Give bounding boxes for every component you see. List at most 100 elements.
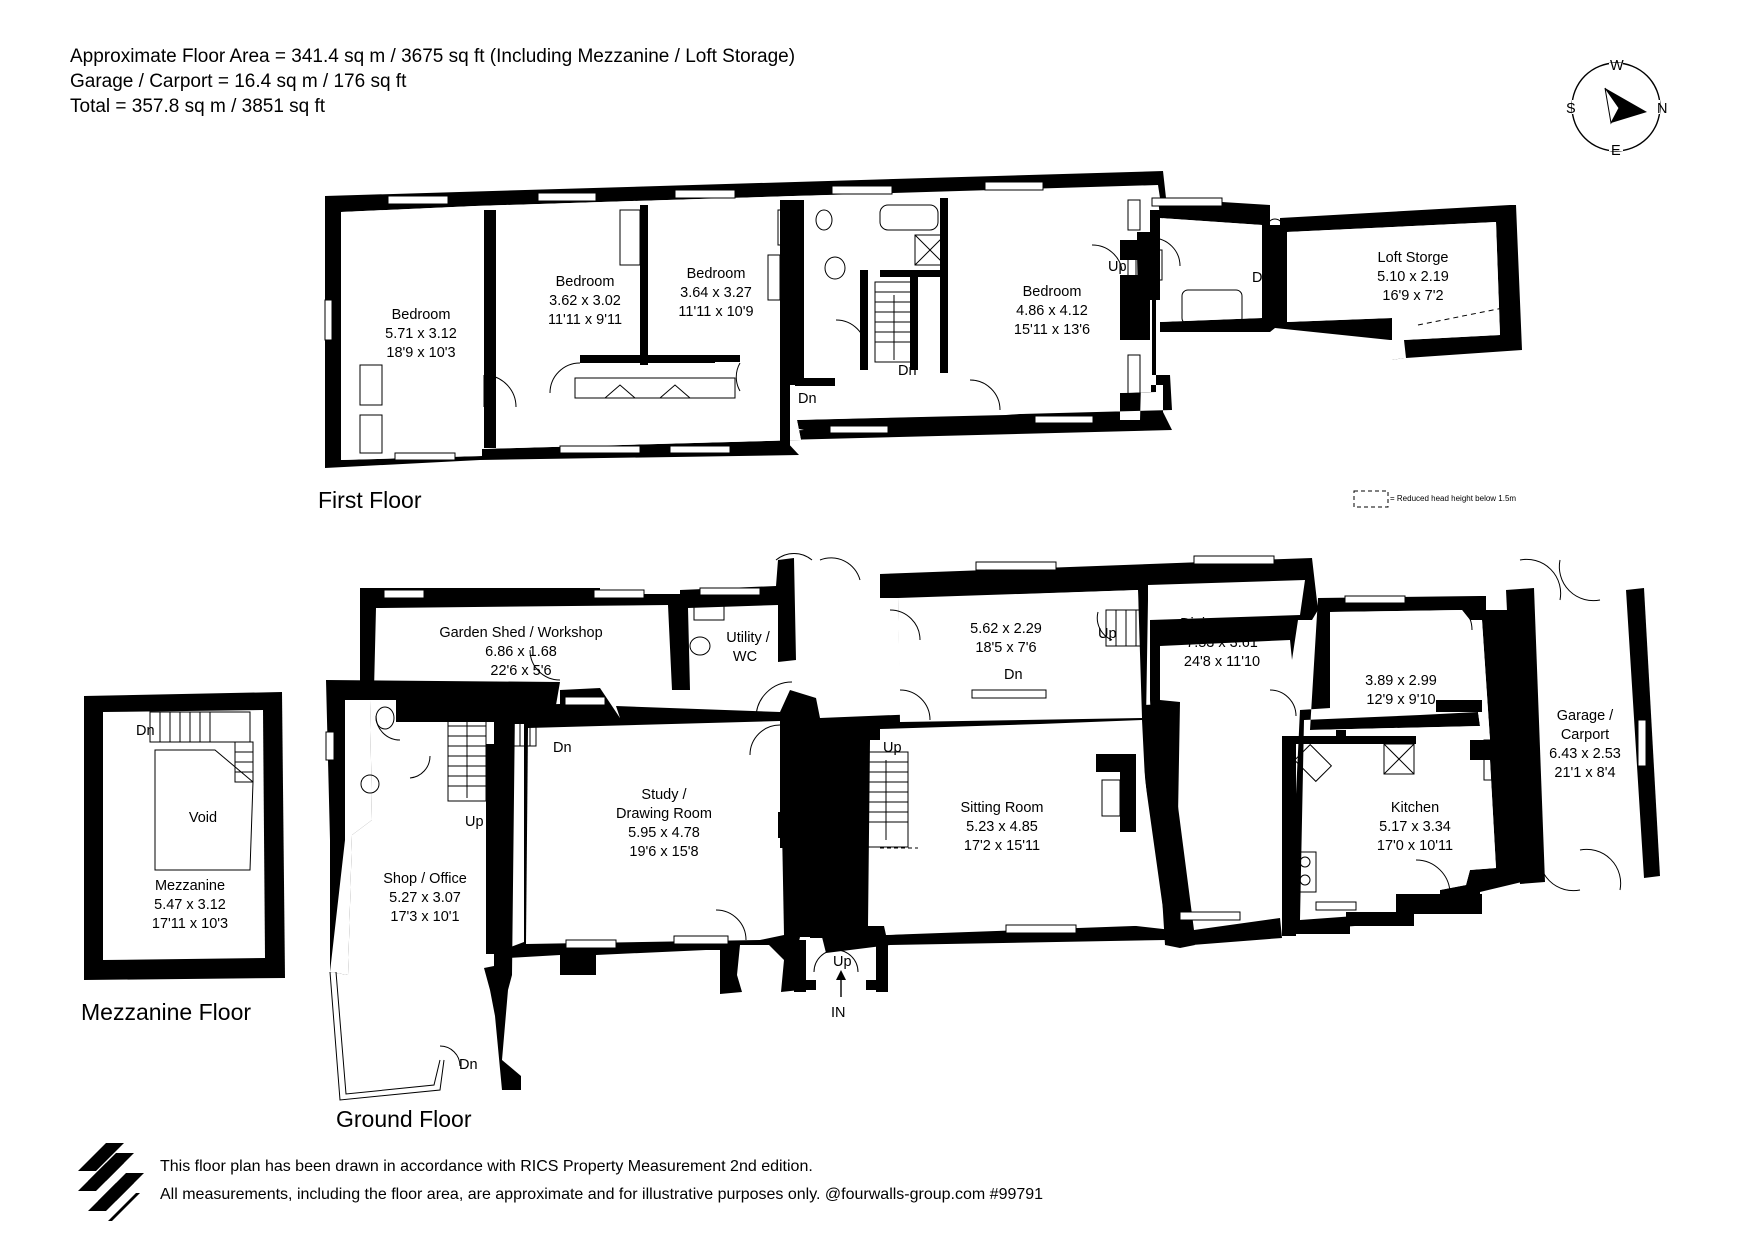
room-mezzanine: Mezzanine 5.47 x 3.12 17'11 x 10'3 (152, 878, 228, 932)
room-garage-carport: Garage / Carport 6.43 x 2.53 21'1 x 8'4 (1549, 708, 1621, 781)
svg-text:WC: WC (733, 649, 757, 665)
svg-text:5.71 x 3.12: 5.71 x 3.12 (385, 326, 457, 342)
svg-text:6.43 x 2.53: 6.43 x 2.53 (1549, 746, 1621, 762)
svg-text:5.10 x 2.19: 5.10 x 2.19 (1377, 269, 1449, 285)
svg-text:17'11 x 10'3: 17'11 x 10'3 (152, 916, 228, 932)
room-loft-storage: Loft Storge 5.10 x 2.19 16'9 x 7'2 (1377, 250, 1449, 304)
svg-text:21'1 x 8'4: 21'1 x 8'4 (1554, 765, 1615, 781)
svg-text:Bedroom: Bedroom (556, 274, 615, 290)
first-floor-plan: = Reduced head height below 1.5m Bedroom… (324, 171, 1522, 508)
svg-text:16'9 x 7'2: 16'9 x 7'2 (1382, 288, 1443, 304)
room-bedroom-2: Bedroom 3.62 x 3.02 11'11 x 9'11 (548, 274, 622, 328)
svg-text:Bedroom: Bedroom (687, 266, 746, 282)
svg-text:Drawing Room: Drawing Room (616, 806, 712, 822)
svg-text:Loft Storge: Loft Storge (1378, 250, 1449, 266)
room-utility-wc: Utility / WC (726, 630, 770, 665)
svg-text:Dining Room: Dining Room (1180, 616, 1264, 632)
stair-label-dn: Dn (553, 740, 572, 756)
entrance-arrow-icon (836, 970, 846, 997)
svg-text:Bedroom: Bedroom (392, 307, 451, 323)
room-bedroom-3: Bedroom 3.64 x 3.27 11'11 x 10'9 (678, 266, 753, 320)
compass-icon: W N S E (1566, 58, 1667, 159)
svg-text:11'11 x 9'11: 11'11 x 9'11 (548, 312, 622, 328)
room-garden-shed: Garden Shed / Workshop 6.86 x 1.68 22'6 … (439, 625, 602, 679)
svg-text:17'0 x 10'11: 17'0 x 10'11 (1377, 838, 1453, 854)
approximate-floor-area: Approximate Floor Area = 341.4 sq m / 36… (70, 46, 796, 67)
measurements-disclaimer: All measurements, including the floor ar… (160, 1186, 1044, 1203)
svg-text:5.47 x 3.12: 5.47 x 3.12 (154, 897, 226, 913)
svg-text:11'11 x 10'9: 11'11 x 10'9 (678, 304, 753, 320)
room-unnamed-3-89: 3.89 x 2.99 12'9 x 9'10 (1365, 673, 1437, 708)
svg-text:17'2 x 15'11: 17'2 x 15'11 (964, 838, 1040, 854)
stair-label-up: Up (465, 814, 484, 830)
ground-floor-plan: Garden Shed / Workshop 6.86 x 1.68 22'6 … (325, 553, 1660, 1101)
stair-label-up: Up (833, 954, 852, 970)
svg-text:5.95 x 4.78: 5.95 x 4.78 (628, 825, 700, 841)
svg-text:18'5 x 7'6: 18'5 x 7'6 (975, 640, 1036, 656)
svg-text:Mezzanine: Mezzanine (155, 878, 225, 894)
svg-text:5.17 x 3.34: 5.17 x 3.34 (1379, 819, 1451, 835)
stair-label-dn: Dn (1252, 270, 1271, 286)
svg-text:3.89 x 2.99: 3.89 x 2.99 (1365, 673, 1437, 689)
svg-text:Study /: Study / (641, 787, 687, 803)
svg-text:Garage /: Garage / (1557, 708, 1614, 724)
mezzanine-floor-plan: Dn Void Mezzanine 5.47 x 3.12 17'11 x 10… (84, 692, 285, 980)
entrance-label: IN (831, 1005, 846, 1021)
fourwalls-logo (78, 1143, 144, 1221)
svg-text:Shop / Office: Shop / Office (383, 871, 467, 887)
svg-text:5.23 x 4.85: 5.23 x 4.85 (966, 819, 1038, 835)
svg-text:Kitchen: Kitchen (1391, 800, 1439, 816)
svg-text:15'11 x 13'6: 15'11 x 13'6 (1014, 322, 1090, 338)
legend-text: = Reduced head height below 1.5m (1390, 494, 1516, 503)
stair-label-up: Up (1098, 626, 1117, 642)
svg-text:Garden Shed / Workshop: Garden Shed / Workshop (439, 625, 602, 641)
room-sitting: Sitting Room 5.23 x 4.85 17'2 x 15'11 (960, 800, 1043, 854)
svg-text:17'3 x 10'1: 17'3 x 10'1 (390, 909, 459, 925)
mezzanine-floor-title: Mezzanine Floor (81, 999, 252, 1025)
svg-text:7.53 x 3.61: 7.53 x 3.61 (1186, 635, 1258, 651)
svg-text:19'6 x 15'8: 19'6 x 15'8 (629, 844, 698, 860)
svg-text:E: E (1611, 143, 1621, 159)
svg-text:24'8 x 11'10: 24'8 x 11'10 (1184, 654, 1260, 670)
mezzanine-stair-dn: Dn (136, 723, 155, 739)
total-area: Total = 357.8 sq m / 3851 sq ft (70, 96, 326, 117)
svg-text:5.62 x 2.29: 5.62 x 2.29 (970, 621, 1042, 637)
svg-text:Carport: Carport (1561, 727, 1609, 743)
svg-text:W: W (1610, 58, 1624, 74)
ground-floor-title: Ground Floor (336, 1106, 472, 1132)
room-study-drawing: Study / Drawing Room 5.95 x 4.78 19'6 x … (616, 787, 712, 860)
room-shop-office: Shop / Office 5.27 x 3.07 17'3 x 10'1 (383, 871, 467, 925)
svg-text:5.27 x 3.07: 5.27 x 3.07 (389, 890, 461, 906)
stair-label-dn: Dn (798, 391, 817, 407)
mezzanine-void-label: Void (189, 810, 217, 826)
svg-text:Bedroom: Bedroom (1023, 284, 1082, 300)
stair-label-dn: Dn (898, 363, 917, 379)
svg-text:18'9 x 10'3: 18'9 x 10'3 (386, 345, 455, 361)
svg-text:Utility /: Utility / (726, 630, 770, 646)
room-dining: Dining Room 7.53 x 3.61 24'8 x 11'10 (1180, 616, 1264, 670)
svg-text:4.86 x 4.12: 4.86 x 4.12 (1016, 303, 1088, 319)
svg-text:3.64 x 3.27: 3.64 x 3.27 (680, 285, 752, 301)
svg-text:N: N (1657, 101, 1667, 117)
svg-text:Sitting Room: Sitting Room (960, 800, 1043, 816)
svg-text:S: S (1566, 101, 1576, 117)
first-floor-title: First Floor (318, 487, 422, 513)
room-kitchen: Kitchen 5.17 x 3.34 17'0 x 10'11 (1377, 800, 1453, 854)
stair-label-up: Up (883, 740, 902, 756)
svg-text:3.62 x 3.02: 3.62 x 3.02 (549, 293, 621, 309)
room-unnamed-5-62: 5.62 x 2.29 18'5 x 7'6 (970, 621, 1042, 656)
stair-label-dn: Dn (459, 1057, 478, 1073)
stair-label-dn: Dn (1004, 667, 1023, 683)
stair-label-up: Up (1108, 259, 1127, 275)
footer-disclaimer: This floor plan has been drawn in accord… (160, 1153, 1043, 1209)
room-bedroom-4: Bedroom 4.86 x 4.12 15'11 x 13'6 (1014, 284, 1090, 338)
svg-text:12'9 x 9'10: 12'9 x 9'10 (1366, 692, 1435, 708)
room-bedroom-1: Bedroom 5.71 x 3.12 18'9 x 10'3 (385, 307, 457, 361)
svg-text:6.86 x 1.68: 6.86 x 1.68 (485, 644, 557, 660)
reduced-head-height-legend-swatch (1353, 490, 1389, 508)
svg-text:22'6 x 5'6: 22'6 x 5'6 (490, 663, 551, 679)
garage-carport-area: Garage / Carport = 16.4 sq m / 176 sq ft (70, 71, 407, 92)
floor-area-summary: Approximate Floor Area = 341.4 sq m / 36… (70, 44, 795, 119)
stair-label-up: Up (824, 718, 843, 734)
